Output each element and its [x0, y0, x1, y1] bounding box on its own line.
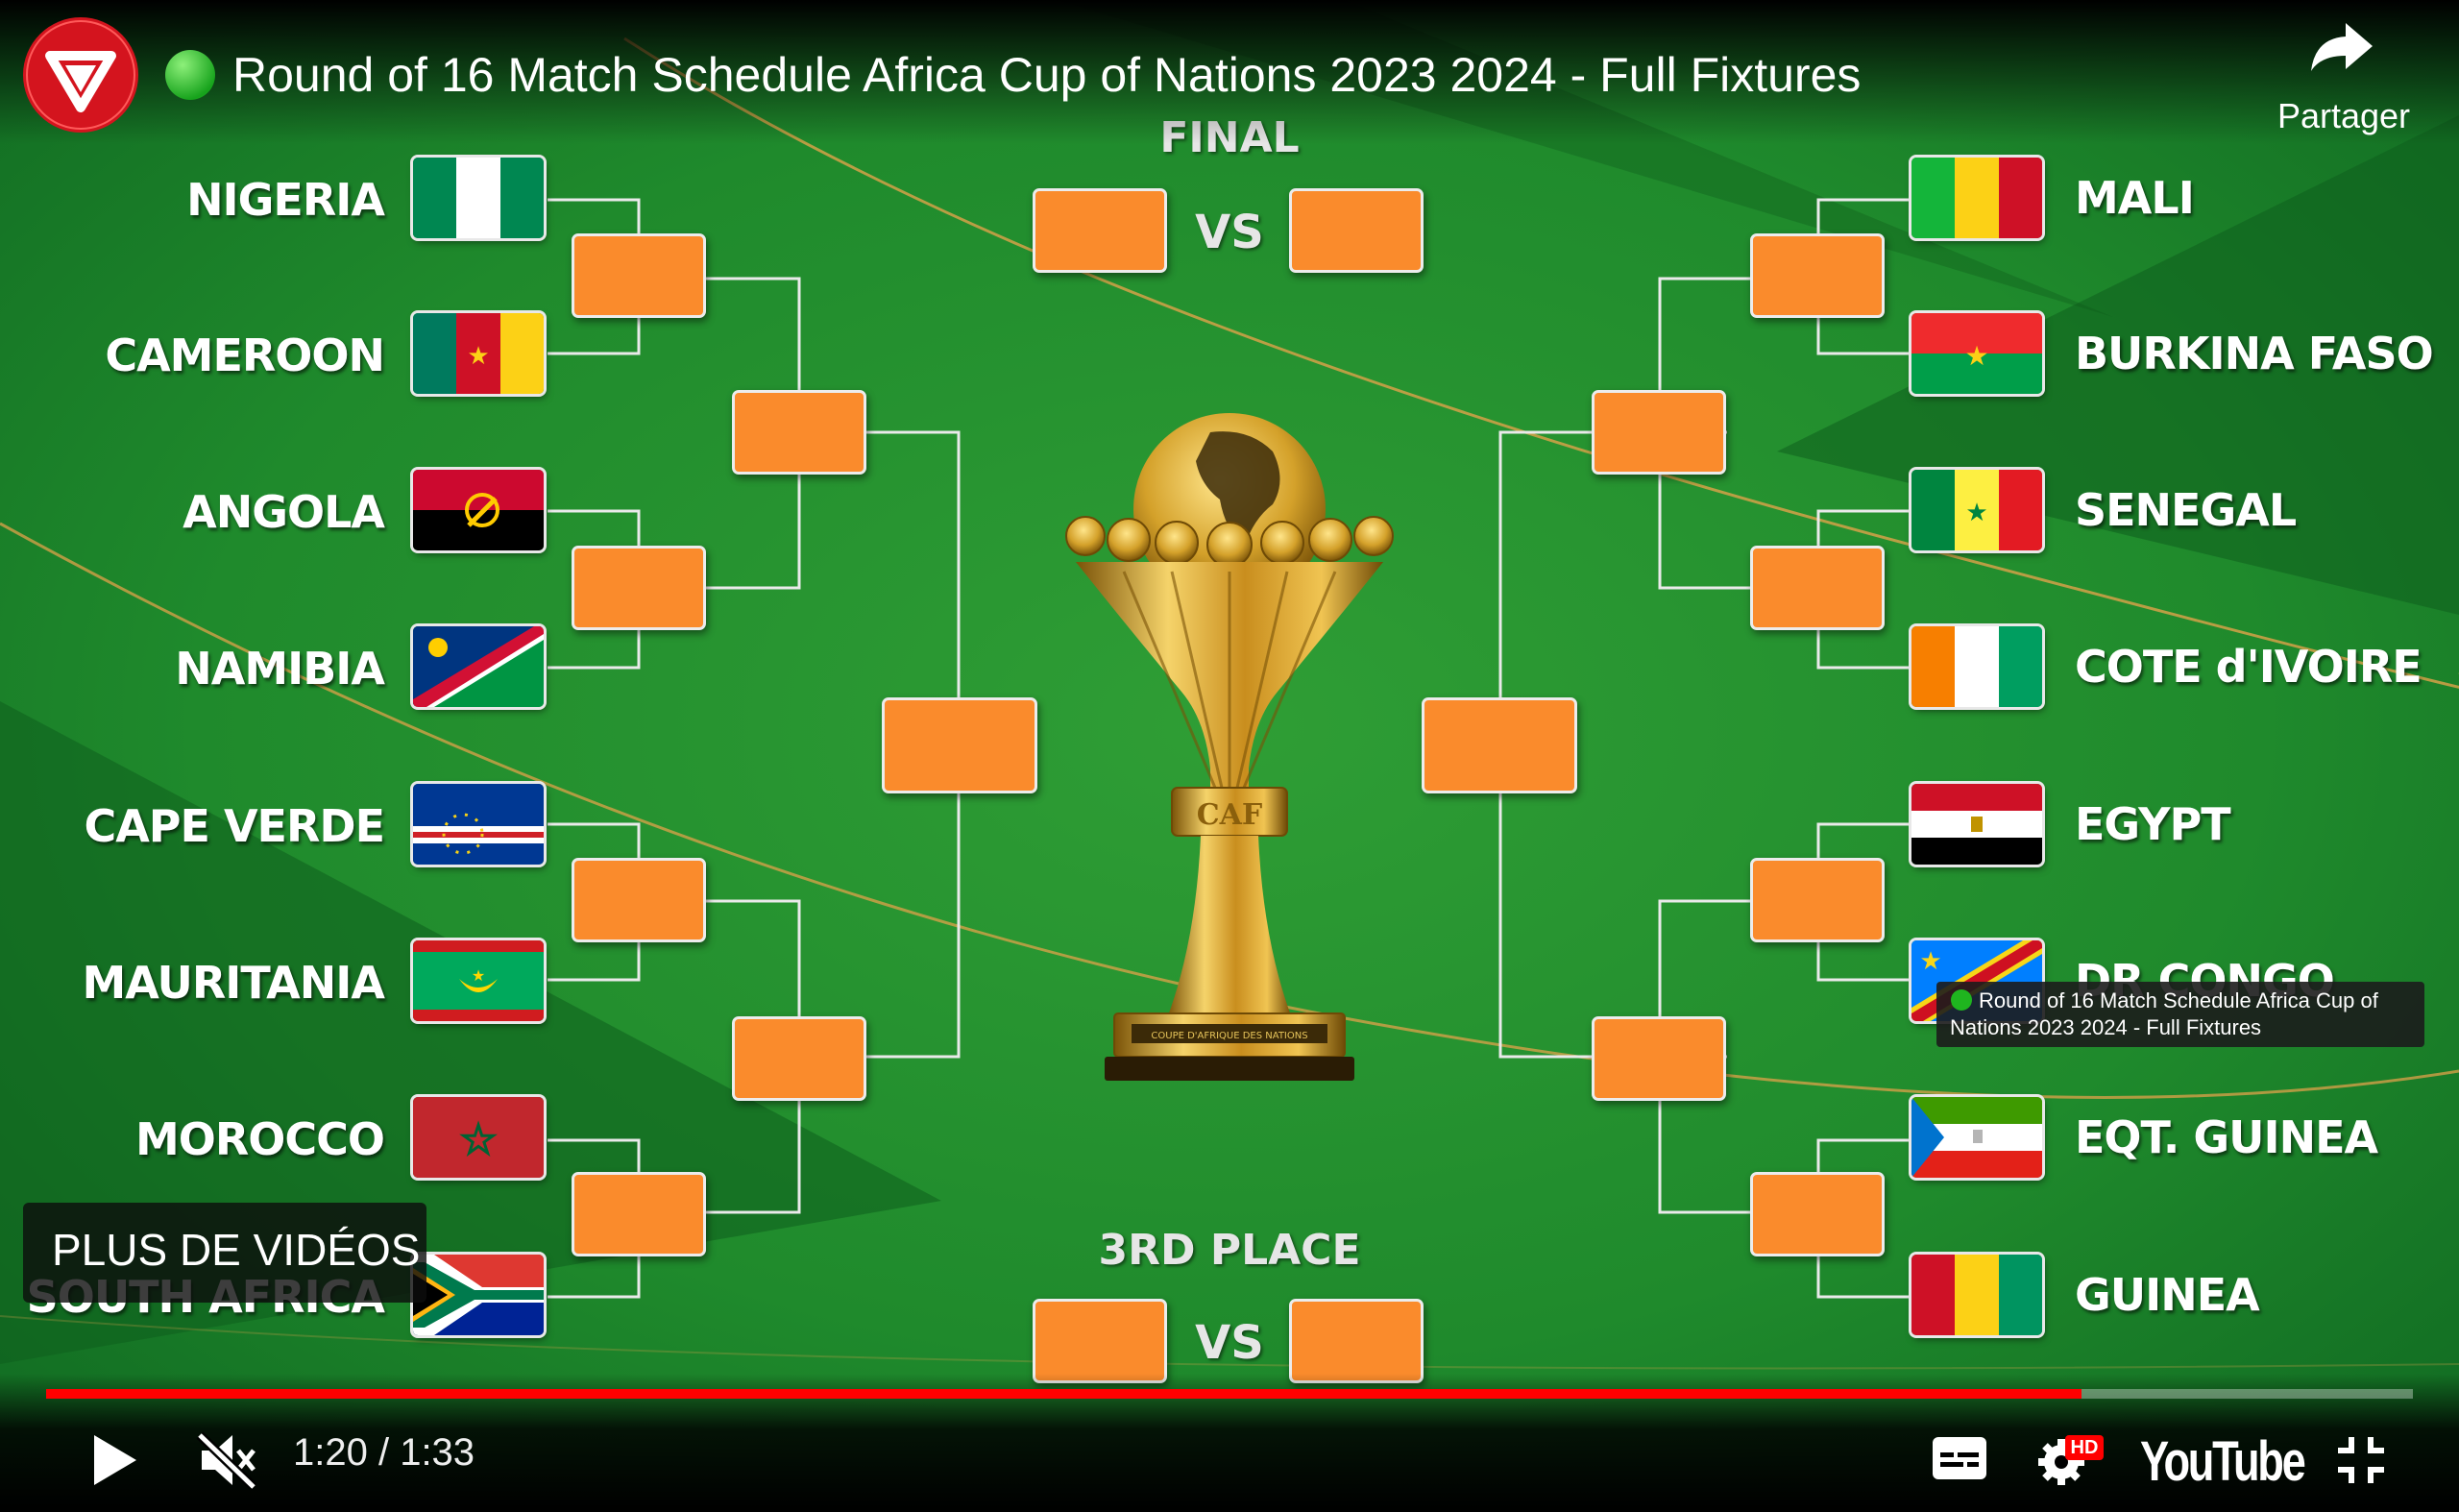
subtitles-icon[interactable] — [1931, 1435, 1988, 1483]
left-match-1-winner-slot — [572, 233, 706, 318]
nigeria-flag-icon — [413, 158, 544, 238]
svg-text:★: ★ — [472, 966, 485, 985]
final-team-1-slot — [1033, 188, 1167, 273]
left-match-4-winner-slot — [572, 1172, 706, 1256]
team-name-mali: MALI — [2075, 172, 2195, 224]
right-quarterfinal-2-winner-slot — [1592, 1016, 1726, 1101]
right-match-2-winner-slot — [1750, 546, 1885, 630]
time-display: 1:20 / 1:33 — [293, 1431, 475, 1474]
youtube-logo[interactable]: YouTube — [2140, 1430, 2306, 1493]
share-button-label[interactable]: Partager — [2276, 96, 2411, 135]
team-name-cape-verde: CAPE VERDE — [84, 800, 385, 852]
tooltip-text: Round of 16 Match Schedule Africa Cup of… — [1950, 988, 2378, 1039]
video-title[interactable]: Round of 16 Match Schedule Africa Cup of… — [232, 48, 1862, 102]
right-match-1-winner-slot — [1750, 233, 1885, 318]
svg-text:★: ★ — [1965, 499, 1987, 527]
team-name-nigeria: NIGERIA — [186, 174, 385, 226]
team-name-eqt-guinea: EQT. GUINEA — [2075, 1111, 2378, 1163]
left-quarterfinal-1-winner-slot — [732, 390, 866, 475]
team-name-mauritania: MAURITANIA — [82, 957, 385, 1009]
video-title-bar — [0, 0, 2459, 144]
left-match-2-winner-slot — [572, 546, 706, 630]
svg-text:★: ★ — [467, 342, 489, 371]
south-africa-flag-icon — [413, 1255, 544, 1335]
team-name-cote-divoire: COTE d'IVOIRE — [2075, 641, 2422, 693]
mute-icon[interactable] — [196, 1431, 259, 1489]
settings-gear-icon[interactable] — [2036, 1433, 2104, 1487]
left-match-3-winner-slot — [572, 858, 706, 942]
mali-flag-icon — [1911, 158, 2042, 238]
angola-flag-icon — [413, 470, 544, 550]
right-quarterfinal-1-winner-slot — [1592, 390, 1726, 475]
egypt-flag-icon — [1911, 784, 2042, 865]
equatorial-guinea-flag-icon — [1911, 1097, 2042, 1178]
team-name-angola: ANGOLA — [183, 486, 385, 538]
third-place-vs-label: VS — [1195, 1316, 1264, 1370]
play-icon[interactable] — [86, 1431, 140, 1489]
right-match-4-winner-slot — [1750, 1172, 1885, 1256]
svg-text:★: ★ — [461, 1118, 496, 1162]
green-circle-emoji-icon — [165, 50, 215, 100]
morocco-flag-icon: ★ — [413, 1097, 544, 1178]
left-quarterfinal-2-winner-slot — [732, 1016, 866, 1101]
guinea-flag-icon — [1911, 1255, 2042, 1335]
senegal-flag-icon: ★ — [1911, 470, 2042, 550]
left-semifinal-winner-slot — [882, 697, 1037, 793]
exit-fullscreen-icon[interactable] — [2334, 1433, 2388, 1487]
share-arrow-icon[interactable] — [2307, 17, 2376, 75]
team-name-burkina-faso: BURKINA FASO — [2075, 328, 2434, 379]
channel-avatar-icon[interactable] — [21, 15, 140, 134]
team-name-senegal: SENEGAL — [2075, 484, 2297, 536]
mauritania-flag-icon: ★ — [413, 940, 544, 1021]
burkina-faso-flag-icon: ★ — [1911, 313, 2042, 394]
afcon-trophy-icon: CAF COUPE D'AFRIQUE DES NATIONS — [1065, 413, 1394, 1081]
cameroon-flag-icon: ★ — [413, 313, 544, 394]
right-semifinal-winner-slot — [1422, 697, 1577, 793]
cape-verde-flag-icon — [413, 784, 544, 865]
third-place-label: 3RD PLACE — [1098, 1226, 1361, 1275]
namibia-flag-icon — [413, 626, 544, 707]
final-team-2-slot — [1289, 188, 1424, 273]
more-videos-label: PLUS DE VIDÉOS — [52, 1225, 421, 1275]
green-circle-emoji-icon — [1951, 989, 1972, 1011]
final-vs-label: VS — [1195, 206, 1264, 259]
team-name-egypt: EGYPT — [2075, 798, 2231, 850]
trophy-band-text: CAF — [1197, 798, 1262, 832]
video-title-tooltip: Round of 16 Match Schedule Africa Cup of… — [1936, 982, 2424, 1047]
team-name-namibia: NAMIBIA — [175, 643, 385, 695]
svg-text:★: ★ — [1919, 947, 1941, 976]
team-name-morocco: MOROCCO — [134, 1113, 385, 1165]
right-match-3-winner-slot — [1750, 858, 1885, 942]
cote-divoire-flag-icon — [1911, 626, 2042, 707]
third-place-team-2-slot — [1289, 1299, 1424, 1383]
trophy-base-text: COUPE D'AFRIQUE DES NATIONS — [1151, 1031, 1307, 1041]
team-name-guinea: GUINEA — [2075, 1269, 2260, 1321]
third-place-team-1-slot — [1033, 1299, 1167, 1383]
team-name-cameroon: CAMEROON — [105, 329, 385, 381]
more-videos-button[interactable]: PLUS DE VIDÉOS — [23, 1203, 426, 1303]
progress-bar-played — [46, 1389, 2082, 1399]
hd-badge: HD — [2065, 1435, 2104, 1460]
progress-bar[interactable] — [46, 1389, 2413, 1399]
svg-text:★: ★ — [1964, 340, 1988, 372]
